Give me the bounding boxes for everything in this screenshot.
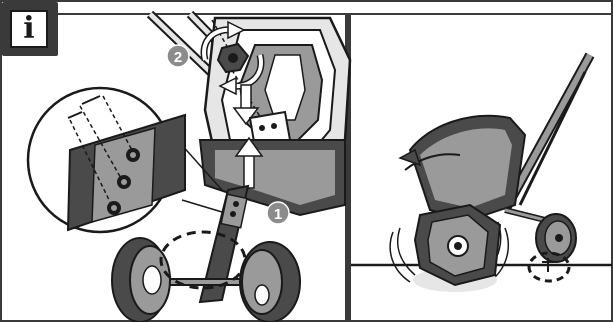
left-wheel — [112, 238, 170, 322]
step-badge-2: 2 — [167, 45, 189, 67]
right-wheel — [240, 242, 300, 322]
left-panel-assembly: 2 1 — [28, 14, 350, 322]
step-2-label: 2 — [174, 49, 182, 66]
step-badge-1: 1 — [267, 202, 289, 224]
info-icon: i — [10, 10, 48, 48]
detail-callout — [28, 88, 185, 232]
info-badge: i — [2, 2, 58, 56]
right-panel-assembly — [351, 55, 612, 292]
info-glyph: i — [23, 14, 34, 44]
step-1-label: 1 — [274, 206, 282, 223]
